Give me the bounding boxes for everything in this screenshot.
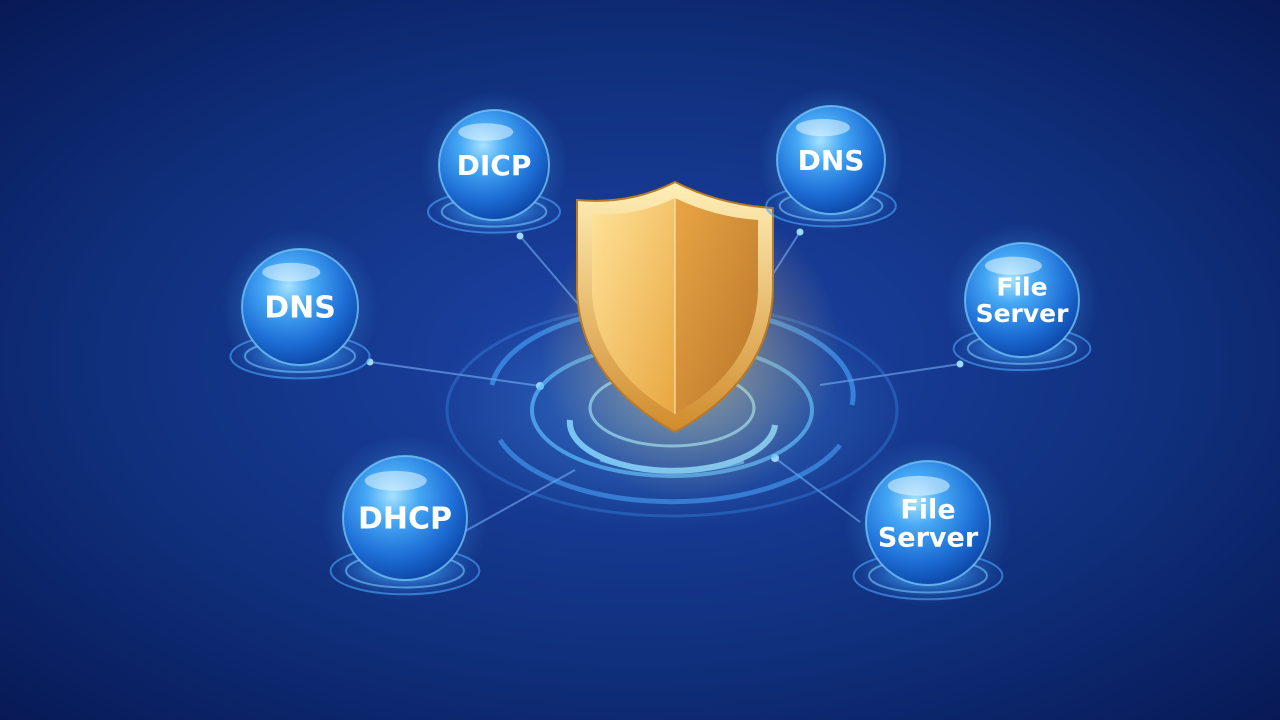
node-mid-left: DNS [221,228,379,386]
node-highlight [795,118,850,137]
node-highlight [984,256,1042,275]
shield-icon [576,180,774,434]
node-label: File [900,494,955,525]
node-top-left: DICP [419,90,569,240]
node-highlight [262,262,321,282]
connector-dot [956,360,964,368]
node-highlight [887,475,950,496]
connector-dot [796,228,804,236]
node-label: Server [976,299,1070,328]
node-highlight [364,470,427,491]
node-label: DHCP [358,502,452,537]
node-highlight [458,123,514,141]
node-label: DNS [264,291,336,326]
node-label: DNS [798,144,865,177]
node-bottom-left: DHCP [321,434,489,602]
node-top-right: DNS [758,87,904,233]
node-label: DICP [457,149,532,182]
node-label: File [996,273,1047,302]
node-label: Server [878,523,979,554]
